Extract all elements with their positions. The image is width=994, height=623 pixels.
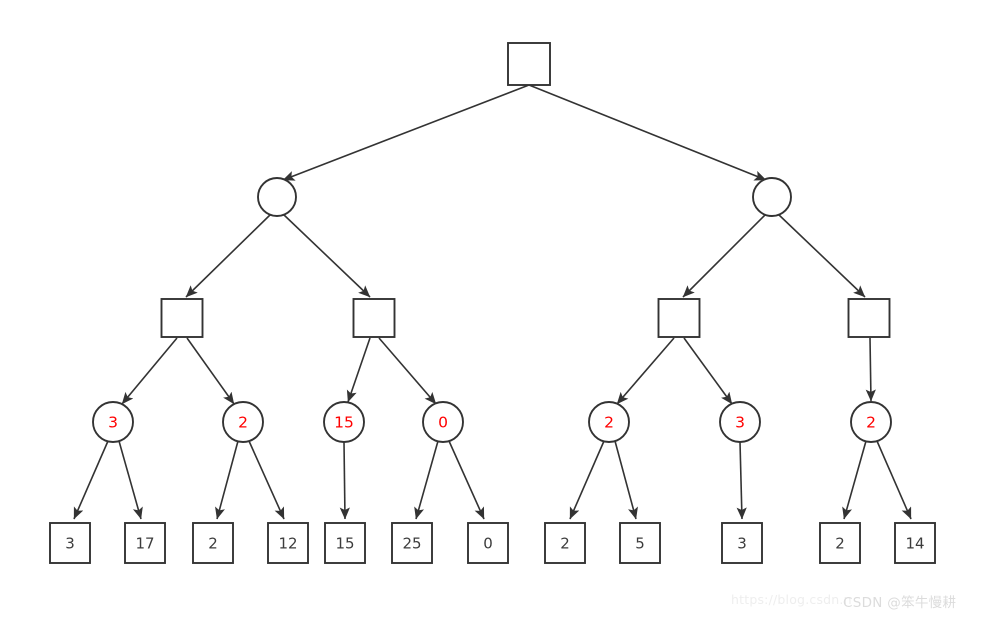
tree-edge bbox=[876, 440, 912, 520]
tree-node-leaf-shape bbox=[267, 522, 309, 564]
tree-node-root-shape bbox=[507, 42, 551, 86]
tree-node-level4-label: 0 bbox=[438, 414, 448, 432]
tree-edges bbox=[73, 84, 912, 520]
tree-edge bbox=[215, 440, 239, 520]
tree-edge bbox=[378, 337, 437, 405]
tree-edge bbox=[569, 440, 605, 520]
tree-node-leaf-shape bbox=[619, 522, 661, 564]
tree-node-level4[interactable]: 15 bbox=[323, 401, 365, 443]
tree-node-leaf-label: 5 bbox=[635, 535, 645, 553]
tree-node-leaf-label: 0 bbox=[483, 535, 493, 553]
tree-node-level4-label: 3 bbox=[735, 414, 745, 432]
tree-node-leaf-shape bbox=[894, 522, 936, 564]
tree-edge bbox=[121, 337, 178, 405]
tree-node-leaf-label: 2 bbox=[208, 535, 218, 553]
tree-edge bbox=[736, 441, 747, 520]
tree-node-leaf[interactable]: 15 bbox=[324, 522, 366, 564]
tree-edge bbox=[73, 440, 109, 520]
tree-node-leaf-label: 2 bbox=[560, 535, 570, 553]
tree-node-leaf-shape bbox=[819, 522, 861, 564]
tree-node-leaf-label: 12 bbox=[278, 535, 297, 553]
tree-node-leaf[interactable]: 0 bbox=[467, 522, 509, 564]
tree-node-leaf-shape bbox=[544, 522, 586, 564]
tree-edge bbox=[842, 440, 867, 520]
tree-node-leaf-shape bbox=[391, 522, 433, 564]
tree-node-level3[interactable] bbox=[847, 298, 891, 338]
tree-node-leaf[interactable]: 25 bbox=[391, 522, 433, 564]
tree-node-level4-shape bbox=[323, 401, 365, 443]
tree-node-leaf[interactable]: 14 bbox=[894, 522, 936, 564]
tree-node-leaf-label: 25 bbox=[402, 535, 421, 553]
tree-edge bbox=[185, 213, 272, 298]
tree-node-level4-label: 15 bbox=[334, 414, 354, 432]
tree-node-leaf[interactable]: 2 bbox=[544, 522, 586, 564]
tree-node-level4-shape bbox=[222, 401, 264, 443]
tree-edge bbox=[777, 213, 866, 298]
tree-node-level3-shape bbox=[352, 298, 396, 338]
tree-node-level4-label: 2 bbox=[238, 414, 248, 432]
tree-node-leaf[interactable]: 3 bbox=[721, 522, 763, 564]
tree-node-level3-shape bbox=[657, 298, 701, 338]
tree-node-leaf[interactable]: 2 bbox=[192, 522, 234, 564]
tree-node-leaf-shape bbox=[324, 522, 366, 564]
tree-node-level4-shape bbox=[719, 401, 761, 443]
tree-node-level3[interactable] bbox=[657, 298, 701, 338]
tree-edge bbox=[528, 84, 767, 181]
tree-node-leaf-shape bbox=[124, 522, 166, 564]
tree-node-level4[interactable]: 2 bbox=[222, 401, 264, 443]
tree-edge bbox=[282, 84, 530, 181]
tree-node-level4[interactable]: 2 bbox=[850, 401, 892, 443]
tree-edge bbox=[339, 441, 350, 520]
tree-node-level4-label: 2 bbox=[604, 414, 614, 432]
tree-node-level3[interactable] bbox=[352, 298, 396, 338]
tree-node-leaf[interactable]: 12 bbox=[267, 522, 309, 564]
tree-node-leaf[interactable]: 2 bbox=[819, 522, 861, 564]
tree-node-leaf[interactable]: 5 bbox=[619, 522, 661, 564]
tree-node-leaf-label: 3 bbox=[737, 535, 747, 553]
tree-edge bbox=[248, 440, 285, 520]
tree-edge bbox=[186, 337, 235, 405]
tree-edge bbox=[448, 440, 485, 520]
tree-edge bbox=[118, 440, 143, 520]
tree-edge bbox=[346, 337, 371, 403]
tree-node-level4-label: 3 bbox=[108, 414, 118, 432]
tree-node-leaf-shape bbox=[49, 522, 91, 564]
tree-node-level4-shape bbox=[422, 401, 464, 443]
tree-node-level4-label: 2 bbox=[866, 414, 876, 432]
tree-edge bbox=[414, 440, 439, 520]
tree-node-level4-shape bbox=[850, 401, 892, 443]
tree-node-level4[interactable]: 2 bbox=[588, 401, 630, 443]
tree-edge bbox=[282, 213, 371, 298]
tree-node-root[interactable] bbox=[507, 42, 551, 86]
tree-edge bbox=[865, 337, 876, 402]
tree-edge bbox=[683, 337, 733, 405]
tree-node-level4-shape bbox=[588, 401, 630, 443]
tree-node-level4[interactable]: 3 bbox=[719, 401, 761, 443]
tree-node-level2-shape bbox=[752, 177, 792, 217]
tree-edge bbox=[616, 337, 675, 405]
tree-node-level3-shape bbox=[847, 298, 891, 338]
tree-node-level3-shape bbox=[160, 298, 204, 338]
tree-node-leaf-shape bbox=[192, 522, 234, 564]
tree-node-leaf-label: 15 bbox=[335, 535, 354, 553]
tree-node-leaf[interactable]: 17 bbox=[124, 522, 166, 564]
tree-node-leaf-shape bbox=[721, 522, 763, 564]
tree-node-level3[interactable] bbox=[160, 298, 204, 338]
tree-node-level2-shape bbox=[257, 177, 297, 217]
tree-node-level2[interactable] bbox=[257, 177, 297, 217]
tree-node-leaf-label: 14 bbox=[905, 535, 924, 553]
tree-edge bbox=[682, 213, 767, 298]
tree-edge bbox=[614, 440, 638, 520]
tree-node-leaf[interactable]: 3 bbox=[49, 522, 91, 564]
tree-node-level4[interactable]: 3 bbox=[92, 401, 134, 443]
tree-node-leaf-shape bbox=[467, 522, 509, 564]
tree-node-level2[interactable] bbox=[752, 177, 792, 217]
tree-node-leaf-label: 17 bbox=[135, 535, 154, 553]
tree-node-leaf-label: 3 bbox=[65, 535, 75, 553]
tree-node-level4-shape bbox=[92, 401, 134, 443]
tree-node-level4[interactable]: 0 bbox=[422, 401, 464, 443]
tree-node-leaf-label: 2 bbox=[835, 535, 845, 553]
